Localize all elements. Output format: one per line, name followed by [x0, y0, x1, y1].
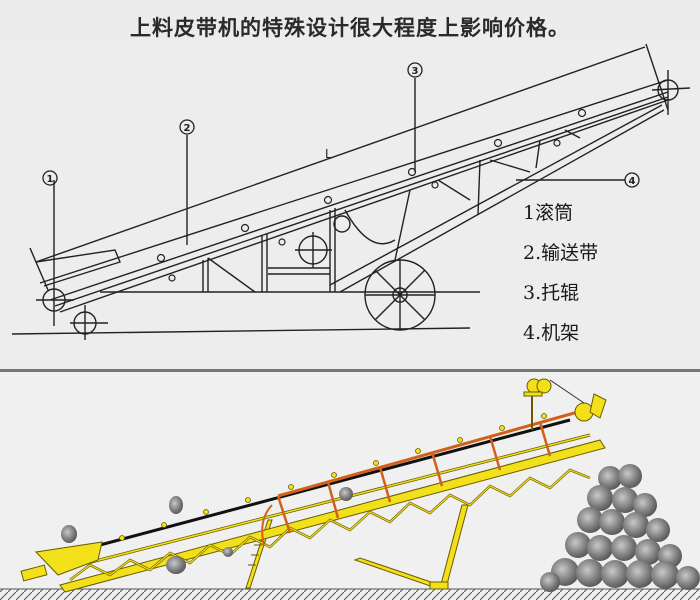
conveyor-illustration-svg — [0, 378, 700, 600]
callout-2: 2 — [184, 123, 191, 134]
conveyor-schematic: L — [11, 43, 691, 340]
legend-item-frame: 4.机架 — [523, 322, 580, 344]
dimension-label: L — [325, 147, 332, 161]
callout-3: 3 — [412, 66, 419, 77]
panel-divider — [0, 369, 700, 372]
schematic-drawing: L — [0, 40, 700, 370]
legend-item-belt: 2.输送带 — [523, 242, 599, 264]
page-title: 上料皮带机的特殊设计很大程度上影响价格。 — [130, 16, 570, 40]
rock-pile — [540, 464, 700, 592]
parts-legend: 1滚筒 2.输送带 3.托辊 4.机架 — [523, 193, 598, 353]
legend-item-drum: 1滚筒 — [523, 202, 574, 224]
rock — [166, 556, 186, 574]
callout-4: 4 — [629, 176, 636, 187]
legend-item-idler: 3.托辊 — [523, 282, 580, 304]
callout-1: 1 — [47, 174, 54, 185]
ground-hatch — [0, 589, 700, 600]
conveyor-illustration — [0, 372, 700, 600]
